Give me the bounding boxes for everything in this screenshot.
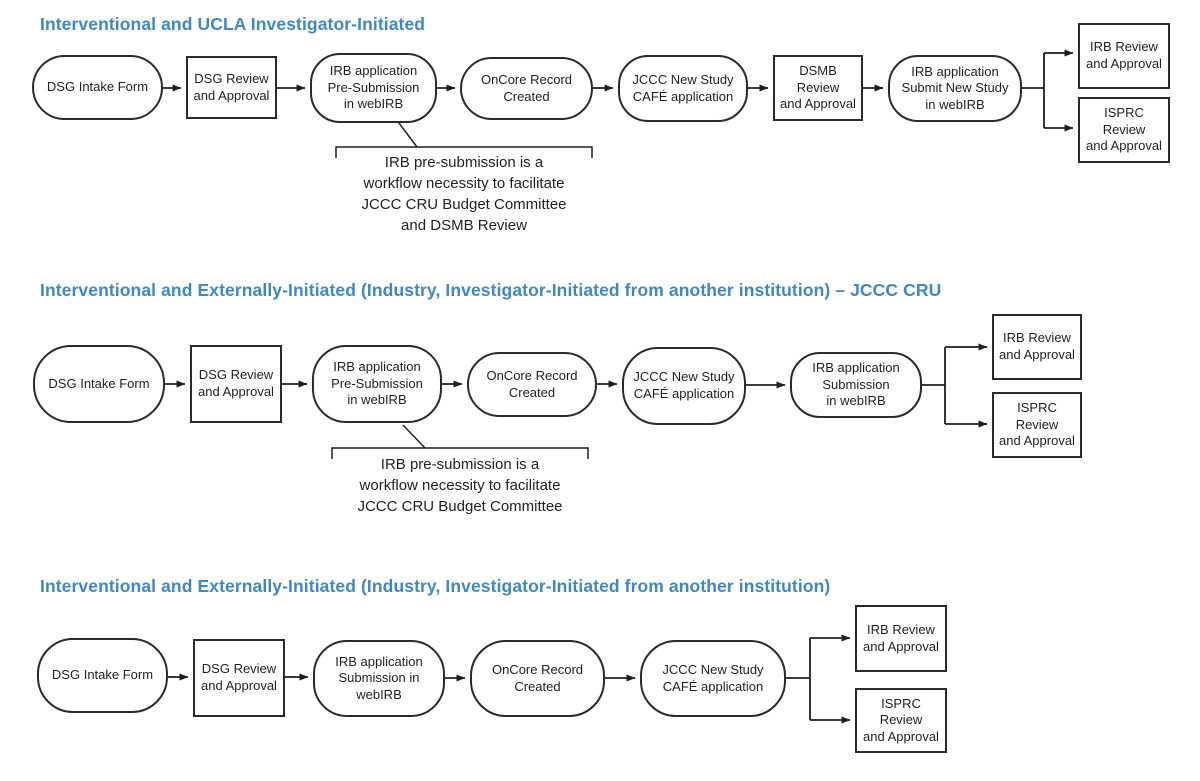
node-s1-dsg-intake-form: DSG Intake Form (32, 55, 163, 120)
node-s3-oncore-record: OnCore Record Created (470, 640, 605, 717)
node-s2-jccc-cafe-application: JCCC New Study CAFÉ application (622, 347, 746, 425)
section-1-callout-note: IRB pre-submission is a workflow necessi… (361, 154, 567, 234)
node-s1-jccc-cafe-application: JCCC New Study CAFÉ application (618, 55, 748, 122)
node-s3-jccc-cafe-application: JCCC New Study CAFÉ application (640, 640, 786, 717)
node-s2-dsg-intake-form: DSG Intake Form (33, 345, 165, 423)
node-s2-irb-review-approval: IRB Review and Approval (992, 314, 1082, 380)
node-s1-dsg-review-approval: DSG Review and Approval (186, 56, 277, 119)
section-2-callout-note: IRB pre-submission is a workflow necessi… (357, 456, 563, 515)
node-s1-irb-review-approval: IRB Review and Approval (1078, 23, 1170, 89)
section-1-heading: Interventional and UCLA Investigator-Ini… (40, 14, 426, 34)
section-3-heading: Interventional and Externally-Initiated … (40, 576, 831, 596)
node-s1-dsmb-review-approval: DSMB Review and Approval (773, 55, 863, 121)
node-s1-irb-presubmission: IRB application Pre-Submission in webIRB (310, 53, 437, 123)
node-s3-irb-submission: IRB application Submission in webIRB (313, 640, 445, 717)
node-s3-irb-review-approval: IRB Review and Approval (855, 605, 947, 672)
node-s2-irb-submission: IRB application Submission in webIRB (790, 352, 922, 418)
node-s2-dsg-review-approval: DSG Review and Approval (190, 345, 282, 423)
node-s1-irb-submit-new-study: IRB application Submit New Study in webI… (888, 55, 1022, 122)
node-s3-dsg-intake-form: DSG Intake Form (37, 638, 168, 713)
node-s3-dsg-review-approval: DSG Review and Approval (193, 639, 285, 717)
section-2-heading: Interventional and Externally-Initiated … (40, 280, 942, 300)
node-s2-isprc-review-approval: ISPRC Review and Approval (992, 392, 1082, 458)
node-s1-oncore-record: OnCore Record Created (460, 57, 593, 120)
node-s1-isprc-review-approval: ISPRC Review and Approval (1078, 97, 1170, 163)
node-s2-irb-presubmission: IRB application Pre-Submission in webIRB (312, 345, 442, 423)
node-s2-oncore-record: OnCore Record Created (467, 352, 597, 417)
node-s3-isprc-review-approval: ISPRC Review and Approval (855, 688, 947, 753)
